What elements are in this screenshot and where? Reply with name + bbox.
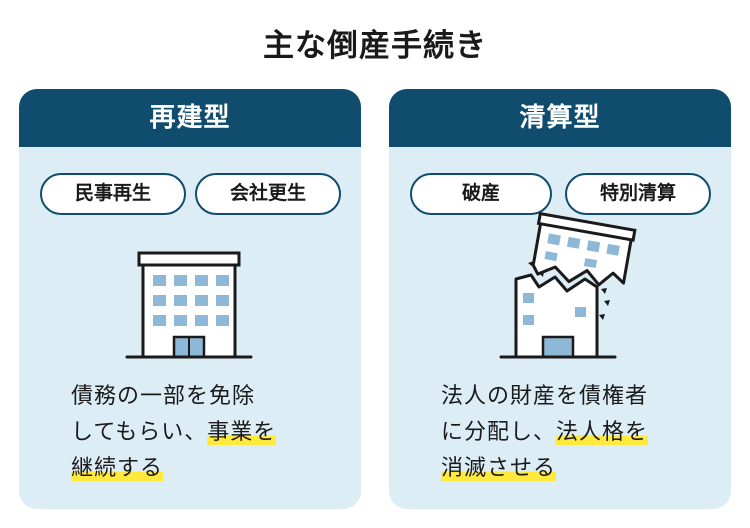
desc-highlight: 法人格を <box>556 420 649 445</box>
desc-highlight: 継続する <box>71 456 164 481</box>
desc-line-2: に分配し、法人格を <box>441 415 701 451</box>
desc-line-1: 債務の一部を免除 <box>71 379 331 415</box>
desc-line-1: 法人の財産を債権者 <box>441 379 701 415</box>
pill-civil-rehabilitation: 民事再生 <box>40 173 186 215</box>
pill-corporate-reorganization: 会社更生 <box>195 173 341 215</box>
collapsing-building-icon <box>499 211 637 359</box>
desc-highlight: 消滅させる <box>441 456 557 481</box>
liquidation-type-card: 清算型 破産 特別清算 <box>389 89 731 509</box>
desc-text: 債務の一部を免除 <box>71 384 256 409</box>
rebuild-type-card: 再建型 民事再生 会社更生 債務の一部を免除 してもらい、事業を 継続する <box>19 89 361 509</box>
description: 債務の一部を免除 してもらい、事業を 継続する <box>71 379 331 487</box>
card-header: 再建型 <box>19 89 361 147</box>
desc-text: 法人の財産を債権者 <box>441 384 649 409</box>
page-title: 主な倒産手続き <box>263 28 487 64</box>
intact-building-icon <box>125 251 253 359</box>
description: 法人の財産を債権者 に分配し、法人格を 消滅させる <box>441 379 701 487</box>
desc-highlight: 事業を <box>207 420 277 445</box>
desc-line-3: 継続する <box>71 451 331 487</box>
desc-text: してもらい、 <box>71 420 208 445</box>
desc-text: に分配し、 <box>441 420 557 445</box>
pill-bankruptcy: 破産 <box>410 173 552 215</box>
pill-special-liquidation: 特別清算 <box>565 173 711 215</box>
desc-line-3: 消滅させる <box>441 451 701 487</box>
card-header: 清算型 <box>389 89 731 147</box>
desc-line-2: してもらい、事業を <box>71 415 331 451</box>
